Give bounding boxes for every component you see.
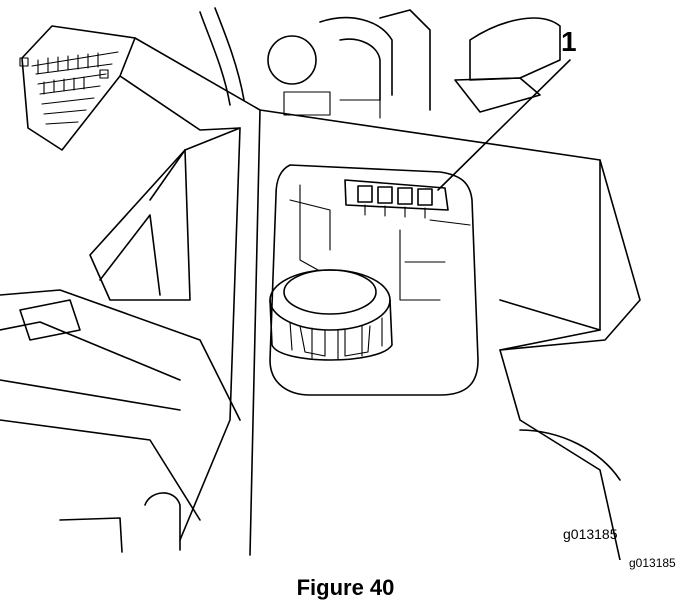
- fuse-block: [344, 179, 449, 219]
- vent-panel: [19, 25, 136, 151]
- callout-leader-line: [437, 59, 571, 191]
- machine-illustration: [0, 7, 641, 560]
- figure-caption: Figure 40: [296, 575, 395, 600]
- control-recess: [269, 164, 479, 396]
- seat-area: [199, 7, 561, 119]
- fuel-cap: [269, 269, 393, 361]
- machine-body: [0, 37, 641, 560]
- callout-number: 1: [561, 26, 577, 57]
- art-id-outer: g013185: [629, 556, 676, 570]
- art-id-inner: g013185: [563, 526, 618, 542]
